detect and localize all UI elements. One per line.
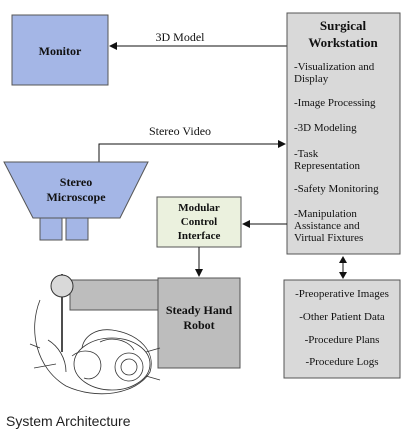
robot-node: Steady Hand Robot [69,277,241,369]
control-interface-label-line2: Control [181,216,217,228]
microscope-right-eyepiece [65,217,89,241]
control-interface-box [156,196,242,248]
workstation-title-line1: Surgical [320,18,367,33]
workstation-capability-6-line-1: -Manipulation [294,208,357,220]
data-store-item-1: -Preoperative Images [295,288,389,300]
control-interface-node: Modular Control Interface [156,196,242,248]
data-store-box [283,279,401,379]
workstation-capability-1-line-2: Display [294,73,329,85]
workstation-node: Surgical Workstation -Visualization andD… [286,12,401,255]
workstation-capability-1-line-1: -Visualization and [294,61,375,73]
ossicle-sketch [71,350,102,380]
cochlea-outline [114,352,144,382]
semicircular-canal-sketch [99,338,135,351]
workstation-capability-5-line-1: -Safety Monitoring [294,183,379,195]
edge-stereo-video-label: Stereo Video [149,124,211,138]
microscope-body [3,161,149,219]
workstation-box [286,12,401,255]
edge-down-arrowhead [339,272,347,279]
ear-inner-contour [47,339,67,373]
workstation-capability-2-line-1: -Image Processing [294,97,376,109]
edge-up-arrowhead [339,256,347,263]
data-store-item-2: -Other Patient Data [299,311,385,323]
monitor-node: Monitor [11,14,109,86]
data-store-item-4: -Procedure Logs [305,356,378,368]
ear-outer-contour [34,299,152,395]
robot-label-line2: Robot [183,318,214,332]
robot-joint [50,274,74,298]
microscope-node: Stereo Microscope [3,161,149,241]
workstation-capability-6-line-2: Assistance and [294,220,360,232]
leader-line-1 [29,343,41,349]
workstation-capability-4-line-1: -Task [294,148,319,160]
leader-line-2 [33,363,57,369]
control-interface-label-line1: Modular [178,202,220,214]
monitor-label: Monitor [39,44,82,58]
edge-3d-model-label: 3D Model [156,30,206,44]
data-store-list: -Preoperative Images -Other Patient Data -… [295,288,389,368]
robot-box [157,277,241,369]
robot-arm-link [69,279,159,311]
edge-3d-model: 3D Model [109,30,287,50]
microscope-label-line2: Microscope [46,190,106,204]
data-store-node: -Preoperative Images -Other Patient Data -… [283,279,401,379]
microscope-left-eyepiece [39,217,63,241]
workstation-capability-3-line-1: -3D Modeling [294,122,357,134]
workstation-title-line2: Workstation [308,35,378,50]
edge-workstation-data-store [339,256,347,279]
workstation-capability-4-line-2: Representation [294,160,360,172]
robot-label-line1: Steady Hand [166,303,233,317]
leader-line-4 [145,375,161,381]
workstation-capability-6-line-3: Virtual Fixtures [294,232,363,244]
ear-anatomy-illustration [29,274,161,395]
monitor-box [11,14,109,86]
ear-canal-outline [73,337,151,391]
data-store-item-3: -Procedure Plans [305,334,380,346]
cochlea-inner [120,358,138,376]
leader-line-3 [145,347,161,353]
edge-stereo-video: Stereo Video [98,124,286,162]
microscope-label-line1: Stereo [60,175,92,189]
figure-caption: System Architecture [6,413,131,429]
control-interface-label-line3: Interface [178,230,221,242]
edge-stereo-video-line [98,140,286,162]
